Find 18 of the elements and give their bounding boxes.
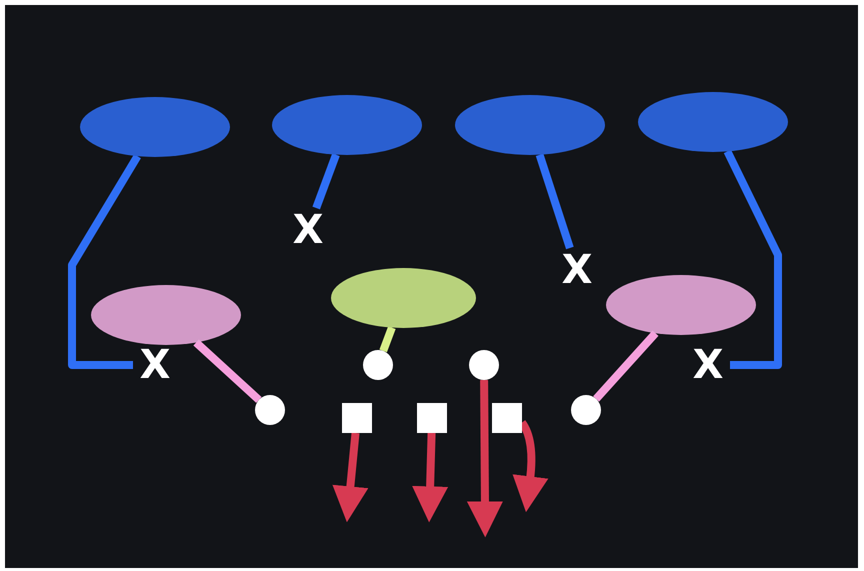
assignment-line bbox=[379, 326, 396, 352]
assignment-line bbox=[312, 153, 340, 210]
route-arrow bbox=[512, 420, 548, 512]
player-mark: X bbox=[135, 345, 175, 385]
route-arrow bbox=[466, 380, 503, 538]
player-mark: X bbox=[288, 210, 328, 250]
assignment-line bbox=[68, 154, 141, 369]
assignment-line bbox=[724, 150, 782, 369]
player-square bbox=[417, 403, 447, 433]
player-square bbox=[342, 403, 372, 433]
assignment-line bbox=[193, 340, 262, 403]
player-mark: X bbox=[557, 250, 597, 290]
player-square bbox=[492, 403, 522, 433]
assignment-line bbox=[536, 154, 574, 250]
route-arrow bbox=[412, 432, 448, 522]
assignment-line bbox=[593, 330, 658, 402]
route-arrow bbox=[332, 432, 368, 522]
player-mark: X bbox=[688, 345, 728, 385]
